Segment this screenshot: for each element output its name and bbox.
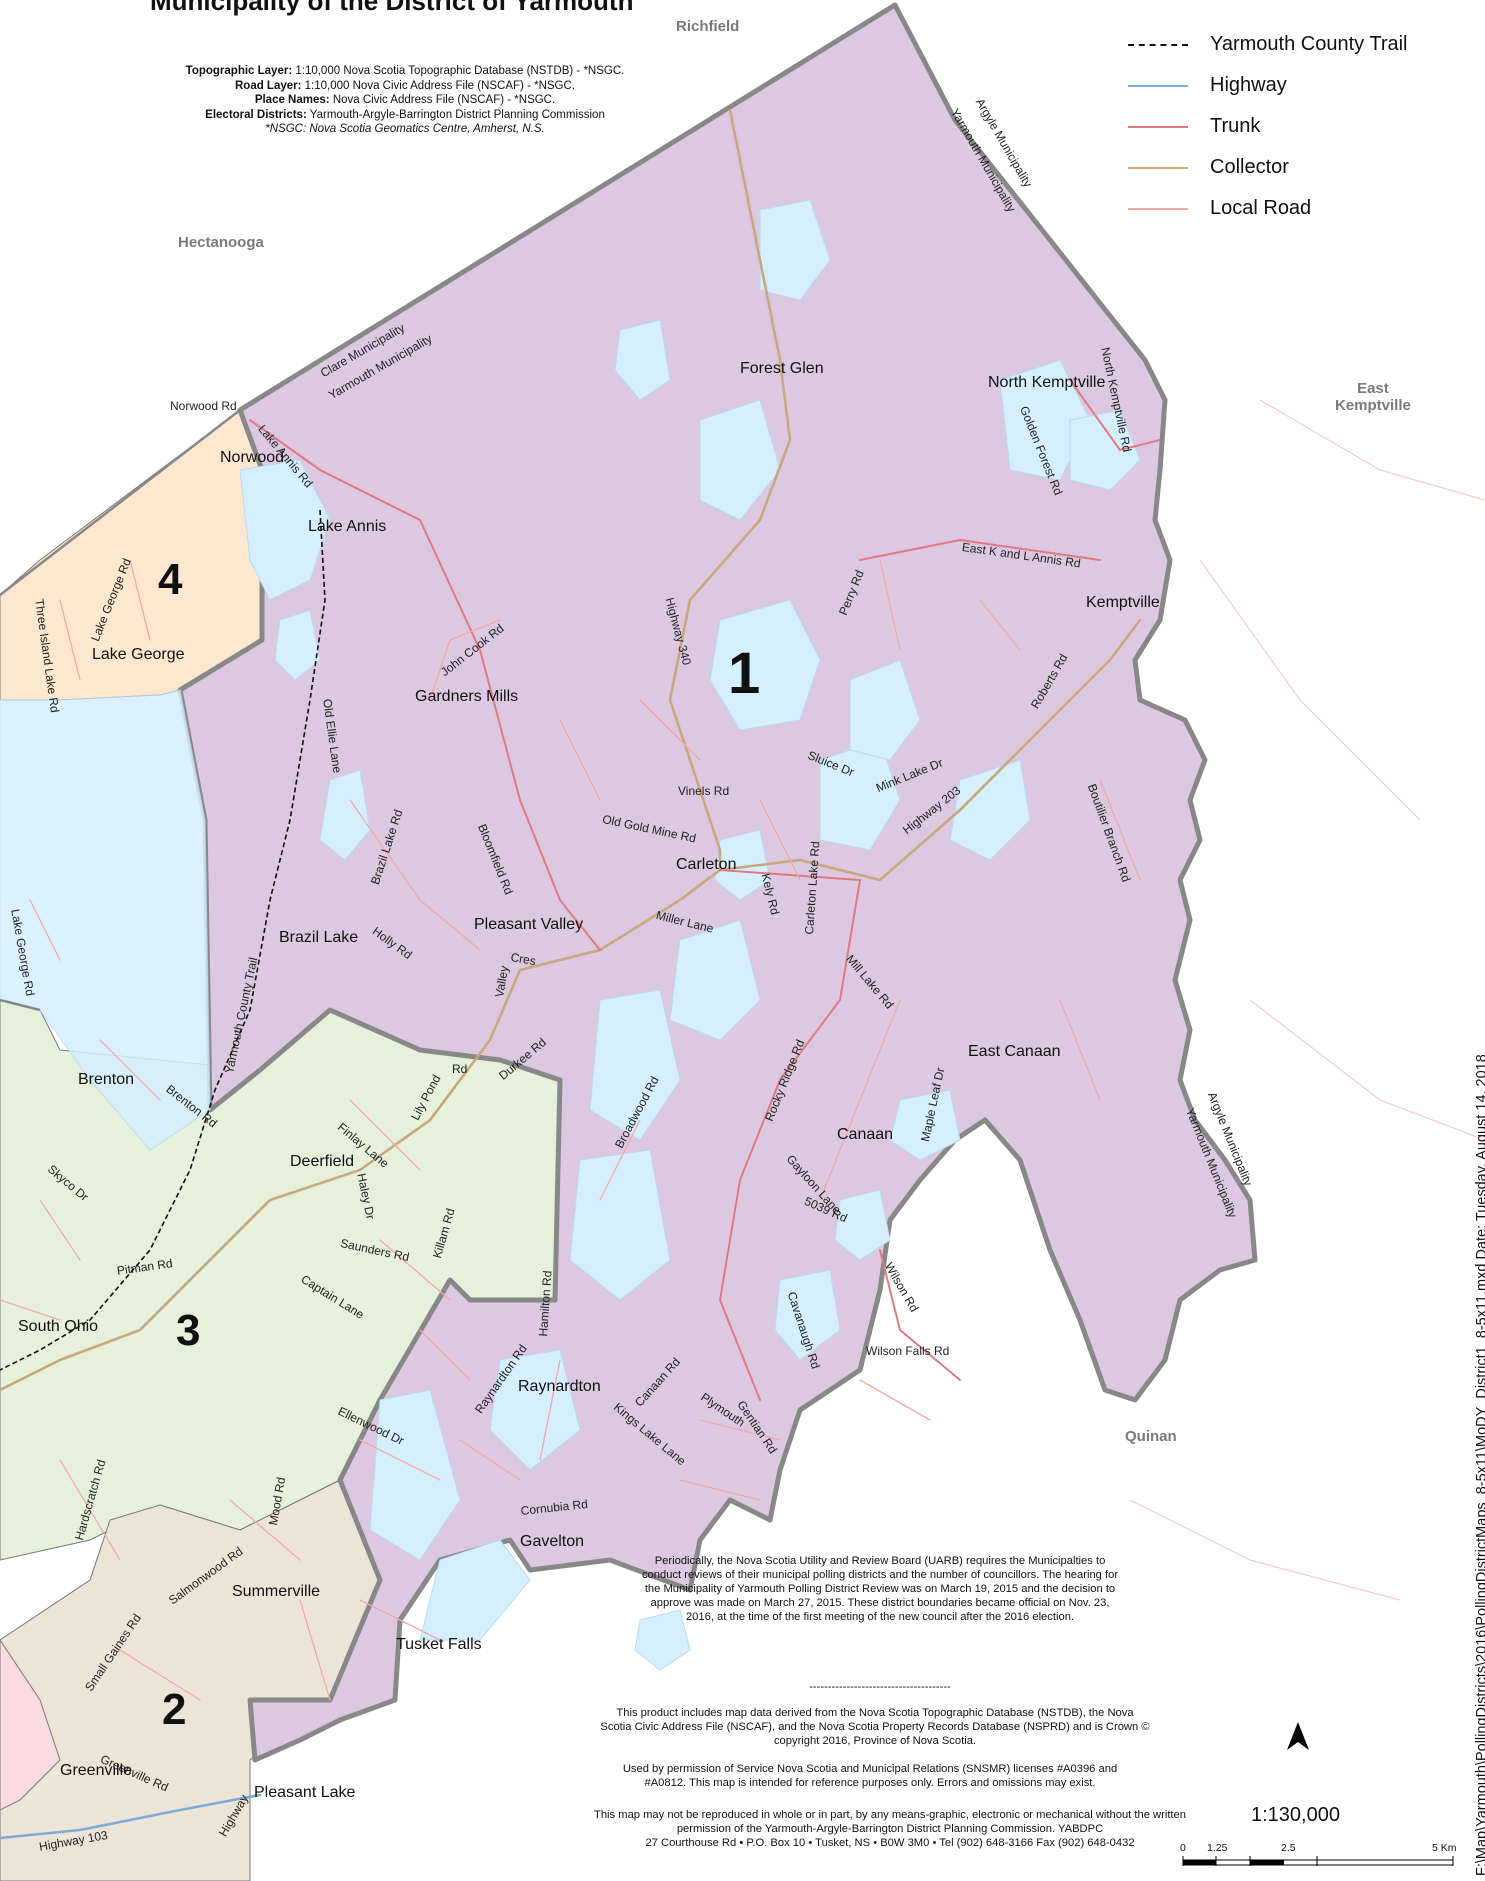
place-deerfield: Deerfield <box>290 1153 355 1170</box>
place-summerville: Summerville <box>232 1583 321 1600</box>
place-lake-george: Lake George <box>92 646 185 663</box>
district-boundaries <box>0 409 241 1012</box>
outside-roads <box>1129 399 1485 1601</box>
road-label: Wilson Falls Rd <box>866 1344 950 1358</box>
trunk-road <box>249 379 1161 1401</box>
place-pleasant-lake: Pleasant Lake <box>254 1784 356 1801</box>
notes-reproduction: This map may not be reproduced in whole … <box>594 1809 1186 1835</box>
source-row-place-names: Place Names: Nova Civic Address File (NS… <box>254 94 556 106</box>
road-network <box>0 108 1161 1840</box>
place-north-kemptville: North Kemptville <box>988 374 1106 391</box>
highway-340 <box>0 108 792 1392</box>
place-gavelton: Gavelton <box>520 1533 585 1550</box>
place-canaan: Canaan <box>837 1126 894 1143</box>
place-gardners-mills: Gardners Mills <box>415 688 519 705</box>
legend-item-highway: Highway <box>1128 65 1448 106</box>
district-4-label: 4 <box>158 555 183 604</box>
place-norwood: Norwood <box>220 449 285 466</box>
road-label: Norwood Rd <box>170 399 237 413</box>
source-row-road: Road Layer: 1:10,000 Nova Civic Address … <box>234 79 575 92</box>
place-forest-glen: Forest Glen <box>740 360 824 377</box>
scale-tick-label: 2.5 <box>1281 1842 1296 1854</box>
place-east-canaan: East Canaan <box>968 1043 1061 1060</box>
notes-address: 27 Courthouse Rd • P.O. Box 10 • Tusket,… <box>645 1837 1135 1849</box>
place-hectanooga: Hectanooga <box>178 234 264 251</box>
place-kemptville: Kemptville <box>1086 594 1160 611</box>
legend-item-trail: Yarmouth County Trail <box>1128 24 1448 65</box>
place-quinan: Quinan <box>1125 1428 1177 1445</box>
legend-item-trunk: Trunk <box>1128 106 1448 147</box>
scale-tick-label: 1.25 <box>1207 1842 1228 1854</box>
district-1-label: 1 <box>728 641 761 706</box>
legend-item-local-road: Local Road <box>1128 188 1448 229</box>
legend-item-collector: Collector <box>1128 147 1448 188</box>
notes-divider: -------------------------------------- <box>809 1681 951 1693</box>
place-brenton: Brenton <box>78 1071 135 1088</box>
highway-103 <box>0 1793 262 1840</box>
place-brazil-lake: Brazil Lake <box>279 929 359 946</box>
place-south-ohio: South Ohio <box>18 1318 99 1335</box>
scale-tick-label: 5 Km <box>1432 1842 1457 1854</box>
place-pleasant-valley: Pleasant Valley <box>474 916 584 933</box>
scale-ratio: 1:130,000 <box>1251 1804 1340 1826</box>
scale-bar <box>1182 1856 1454 1866</box>
local-roads <box>0 559 1141 1701</box>
highway-203 <box>718 618 1142 882</box>
map-sources: Topographic Layer: 1:10,000 Nova Scotia … <box>110 64 700 137</box>
source-footnote: *NSGC: Nova Scotia Geomatics Centre, Amh… <box>265 123 545 135</box>
scale-tick-label: 0 <box>1180 1842 1186 1854</box>
notes-data: This product includes map data derived f… <box>600 1707 1150 1747</box>
file-path: F:\Map\Yarmouth\PollingDistricts\2016\Po… <box>1474 1054 1485 1876</box>
notes-review: Periodically, the Nova Scotia Utility an… <box>641 1555 1119 1623</box>
district-3-label: 3 <box>176 1306 201 1355</box>
road-label: Rd <box>452 1062 468 1076</box>
lakes <box>0 199 1141 1671</box>
notes-permission: Used by permission of Service Nova Scoti… <box>622 1763 1118 1789</box>
road-label: Vinels Rd <box>678 784 730 798</box>
place-greenville: Greenville <box>60 1762 133 1779</box>
source-row-electoral: Electoral Districts: Yarmouth-Argyle-Bar… <box>205 108 605 121</box>
place-raynardton: Raynardton <box>518 1378 601 1395</box>
place-richfield: Richfield <box>676 18 740 35</box>
source-row-topographic: Topographic Layer: 1:10,000 Nova Scotia … <box>185 65 625 77</box>
map-legend: Yarmouth County Trail Highway Trunk Coll… <box>1128 24 1448 229</box>
place-carleton: Carleton <box>676 856 737 873</box>
place-lake-annis: Lake Annis <box>308 518 387 535</box>
north-label: N <box>1294 1732 1302 1743</box>
north-arrow-icon <box>1287 1722 1309 1750</box>
map-title: Municipality of the District of Yarmouth <box>150 0 634 16</box>
district-2-label: 2 <box>162 1685 187 1734</box>
place-tusket-falls: Tusket Falls <box>396 1636 482 1653</box>
district-2-area <box>0 1639 61 1811</box>
place-east-kemptville: East Kemptville <box>1335 380 1411 414</box>
